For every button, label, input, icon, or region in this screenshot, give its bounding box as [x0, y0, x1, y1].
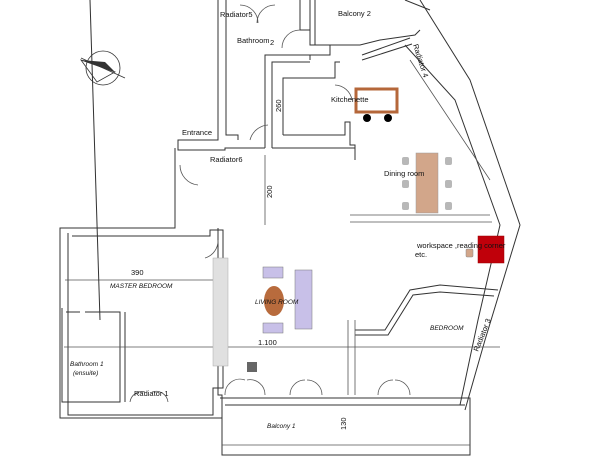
bathroom2-number: 2 [270, 38, 274, 47]
sofa [294, 269, 313, 330]
north-arrow-icon [79, 50, 126, 86]
bedroom-label: BEDROOM [430, 325, 464, 332]
dim-130: 130 [339, 417, 348, 430]
kitchen-counter [354, 87, 399, 114]
desk-chair [465, 248, 474, 258]
bar-stool [363, 114, 371, 122]
master-bedroom-label: MASTER BEDROOM [110, 283, 173, 290]
dining-table [415, 152, 439, 214]
doors [129, 4, 411, 403]
armchair [262, 322, 284, 334]
armchair [262, 266, 284, 279]
dim-1100: 1.100 [258, 338, 277, 347]
dimension-labels: 260 200 390 1.100 130 [131, 99, 348, 430]
radiator5-label: Radiator5 [220, 10, 253, 19]
kitchenette-label: Kitchenette [331, 95, 369, 104]
bathroom2-label: Bathroom [237, 36, 270, 45]
dim-260: 260 [274, 99, 283, 112]
living-room-label: LIVING ROOM [255, 299, 299, 306]
room-labels: Radiator5 Balcony 2 Bathroom 2 Radiator … [70, 9, 506, 430]
desk [477, 235, 505, 264]
balcony1-label: Balcony 1 [267, 423, 296, 430]
bar-stool [384, 114, 392, 122]
bathroom1-label: Bathroom 1 [70, 361, 104, 368]
coffee-table [264, 286, 284, 316]
plant-pot [247, 362, 257, 372]
furniture [212, 87, 505, 372]
dining-room-label: Dining room [384, 169, 424, 178]
dim-390: 390 [131, 268, 144, 277]
workspace-etc-label: etc. [415, 250, 427, 259]
dim-200: 200 [265, 185, 274, 198]
tv-cabinet [212, 257, 229, 367]
balcony2-label: Balcony 2 [338, 9, 371, 18]
bathroom1-sub-label: (ensuite) [73, 370, 98, 377]
workspace-label: workspace ,reading corner [416, 241, 506, 250]
radiator6-label: Radiator6 [210, 155, 243, 164]
entrance-label: Entrance [182, 128, 212, 137]
walls [59, 0, 521, 456]
radiator1-label: Radiator 1 [134, 389, 169, 398]
radiator4-label: Radiator 4 [411, 43, 430, 79]
